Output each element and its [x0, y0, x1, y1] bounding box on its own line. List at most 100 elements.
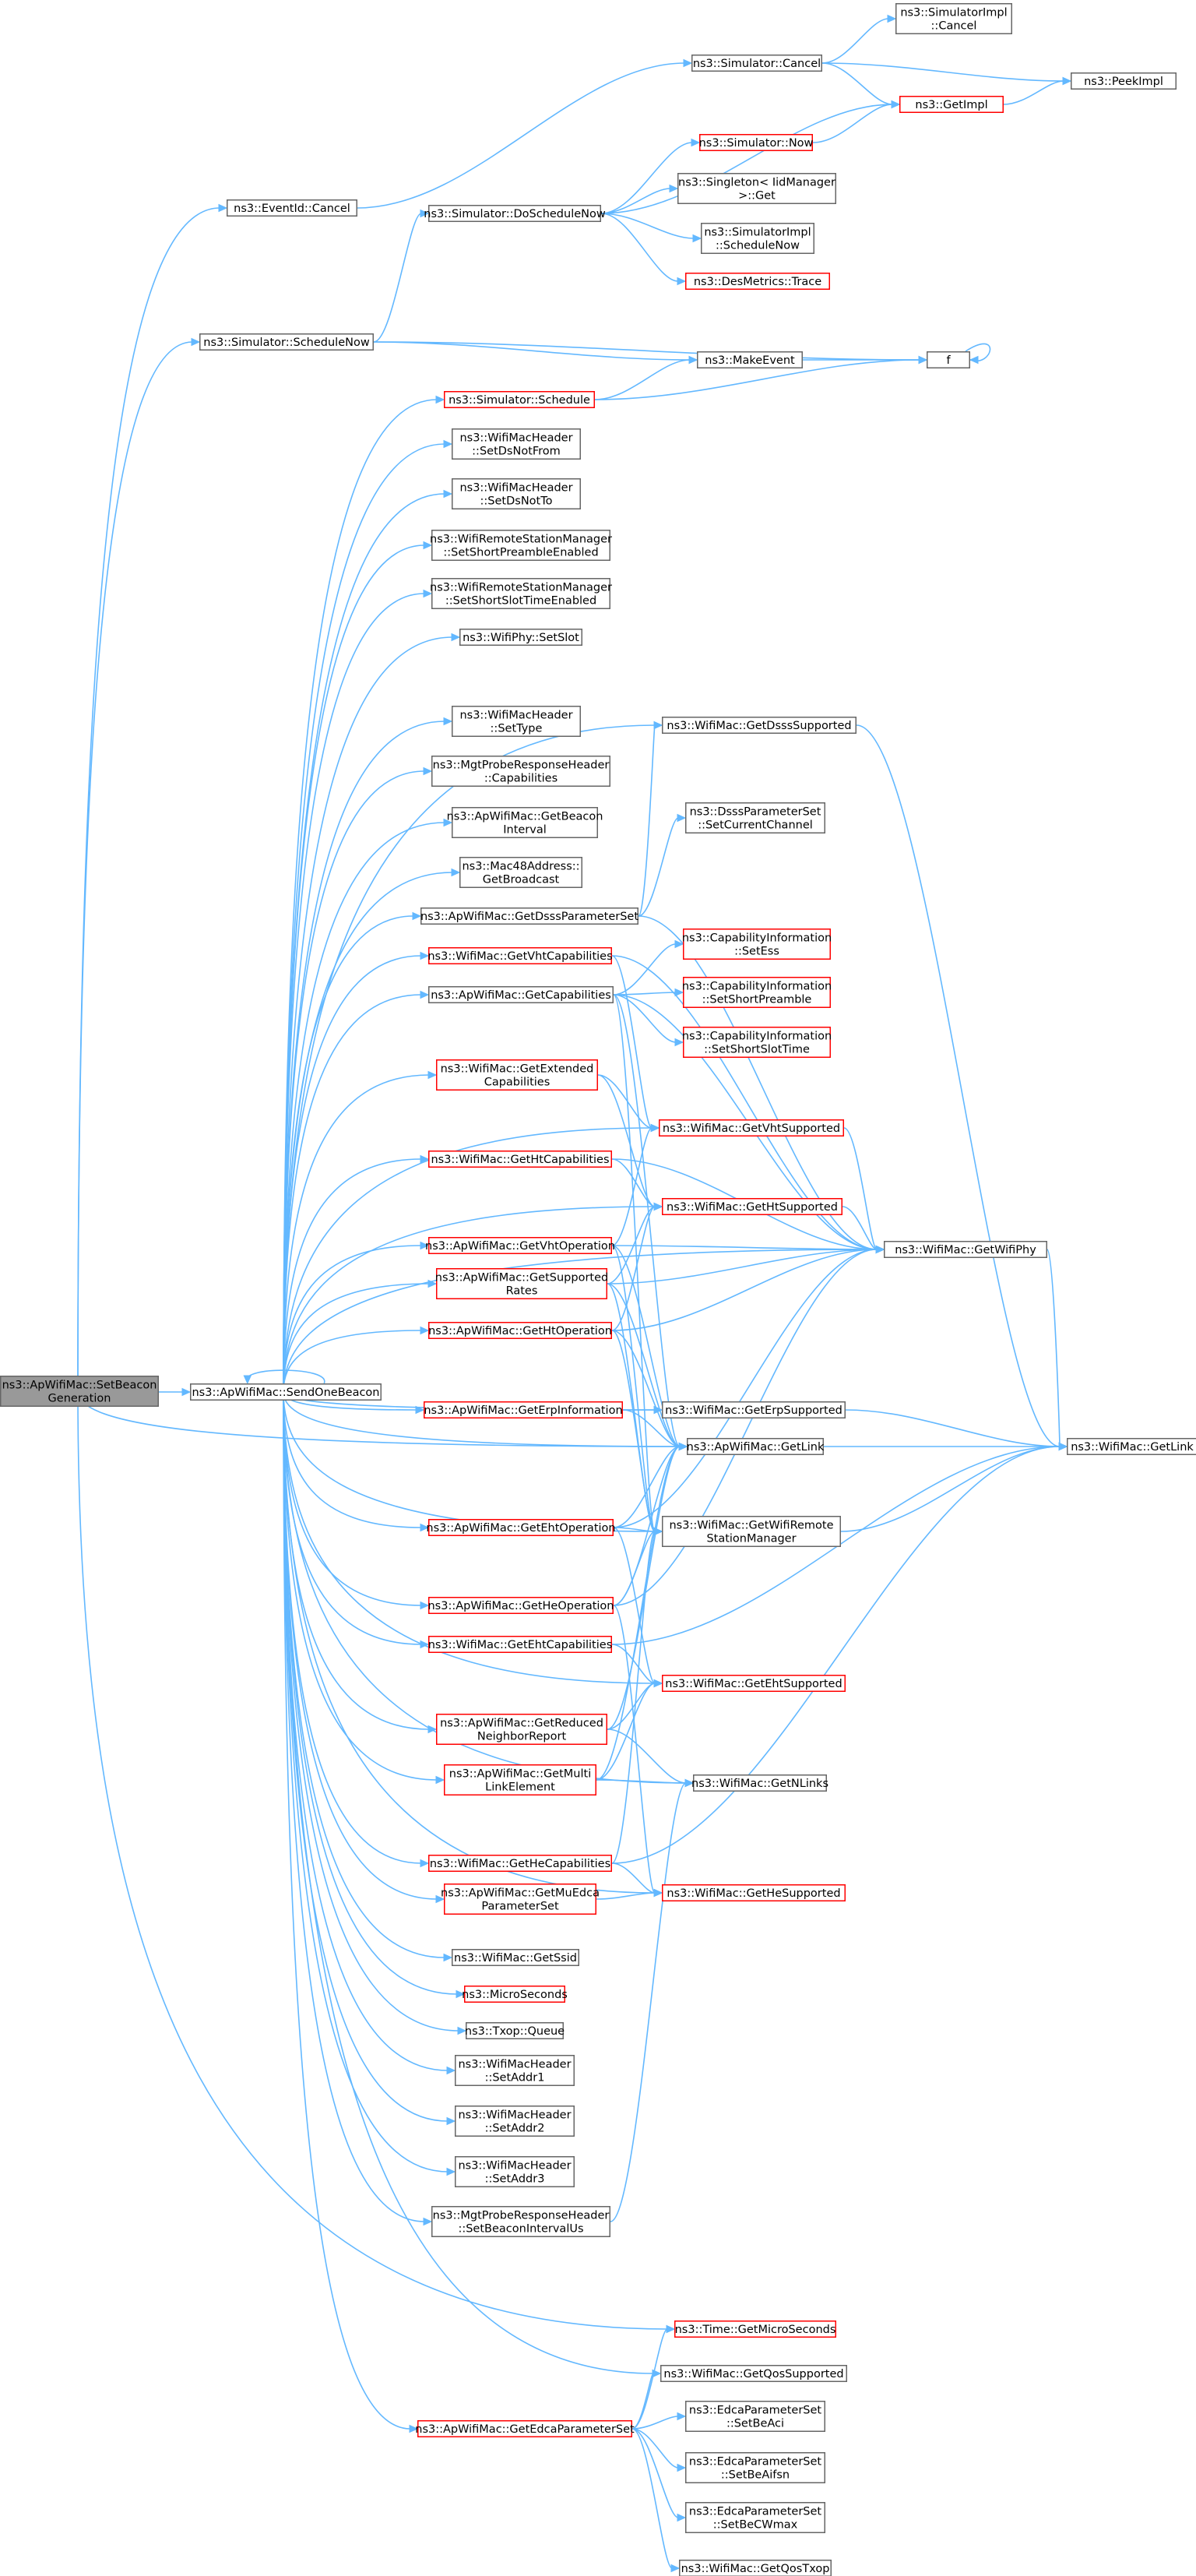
node-setcurchan[interactable]: ns3::DsssParameterSet::SetCurrentChannel: [685, 802, 825, 833]
node-simnow[interactable]: ns3::Simulator::Now: [699, 134, 814, 151]
node-desmetrics[interactable]: ns3::DesMetrics::Trace: [685, 273, 830, 290]
node-setaddr1[interactable]: ns3::WifiMacHeader::SetAddr1: [455, 2055, 575, 2086]
node-gethtcap[interactable]: ns3::WifiMac::GetHtCapabilities: [428, 1151, 612, 1168]
node-label: Generation: [48, 1393, 111, 1405]
node-box: [677, 173, 836, 204]
node-box: [687, 1438, 824, 1455]
node-label: ns3::ApWifiMac::GetMuEdca: [441, 1887, 600, 1900]
node-setbecwmax[interactable]: ns3::EdcaParameterSet::SetBeCWmax: [685, 2502, 825, 2533]
node-label: StationManager: [706, 1533, 796, 1545]
node-getqostxop[interactable]: ns3::WifiMac::GetQosTxop: [679, 2560, 832, 2576]
node-getedca[interactable]: ns3::ApWifiMac::GetEdcaParameterSet: [415, 2420, 635, 2437]
node-getqossup[interactable]: ns3::WifiMac::GetQosSupported: [660, 2365, 847, 2382]
node-label: ns3::WifiMac::GetEhtSupported: [665, 1678, 842, 1690]
node-getvhtop[interactable]: ns3::ApWifiMac::GetVhtOperation: [425, 1237, 615, 1254]
node-send[interactable]: ns3::ApWifiMac::SendOneBeacon: [190, 1383, 382, 1401]
node-settype[interactable]: ns3::WifiMacHeader::SetType: [452, 706, 581, 737]
node-setshortpre[interactable]: ns3::WifiRemoteStationManager::SetShortP…: [430, 530, 612, 561]
node-setdsnotto[interactable]: ns3::WifiMacHeader::SetDsNotTo: [452, 478, 581, 509]
node-geterpsup[interactable]: ns3::WifiMac::GetErpSupported: [662, 1401, 846, 1418]
edge-send-to-gethtop: [283, 1326, 430, 1393]
node-geterpinfo[interactable]: ns3::ApWifiMac::GetErpInformation: [424, 1401, 623, 1418]
node-box: [428, 1636, 612, 1653]
node-getmicro[interactable]: ns3::Time::GetMicroSeconds: [674, 2321, 836, 2338]
node-getcaps[interactable]: ns3::ApWifiMac::GetCapabilities: [428, 986, 614, 1003]
node-peekimpl[interactable]: ns3::PeekImpl: [1071, 72, 1177, 90]
node-gethtop[interactable]: ns3::ApWifiMac::GetHtOperation: [428, 1322, 612, 1339]
node-getvhtcap[interactable]: ns3::WifiMac::GetVhtCapabilities: [427, 947, 613, 964]
edge-send-to-getvhtcap: [283, 951, 430, 1393]
node-microsec[interactable]: ns3::MicroSeconds: [462, 1986, 568, 2003]
edge-simnow-to-getimpl: [812, 100, 901, 143]
node-box: [662, 717, 857, 734]
node-getbroadcast[interactable]: ns3::Mac48Address::GetBroadcast: [459, 857, 582, 888]
node-gethecap[interactable]: ns3::WifiMac::GetHeCapabilities: [428, 1855, 612, 1872]
node-setbeaifsn[interactable]: ns3::EdcaParameterSet::SetBeAifsn: [685, 2452, 825, 2483]
node-gethtsup[interactable]: ns3::WifiMac::GetHtSupported: [662, 1198, 842, 1215]
node-label: ::SetCurrentChannel: [698, 819, 813, 832]
edge-send-to-mgtcap: [283, 766, 433, 1393]
node-getvhtsup[interactable]: ns3::WifiMac::GetVhtSupported: [659, 1119, 844, 1136]
node-getssid[interactable]: ns3::WifiMac::GetSsid: [452, 1949, 579, 1966]
node-getehtcap[interactable]: ns3::WifiMac::GetEhtCapabilities: [428, 1636, 613, 1653]
node-box: [431, 756, 610, 787]
node-txopqueue[interactable]: ns3::Txop::Queue: [465, 2022, 565, 2039]
node-setshortslot[interactable]: ns3::WifiRemoteStationManager::SetShortS…: [430, 578, 612, 609]
node-makeevent[interactable]: ns3::MakeEvent: [697, 351, 803, 368]
node-setshortpreamble[interactable]: ns3::CapabilityInformation::SetShortPrea…: [682, 977, 832, 1008]
node-getimpl[interactable]: ns3::GetImpl: [899, 96, 1004, 113]
node-box: [452, 706, 581, 737]
node-box: [455, 2055, 575, 2086]
node-getnlinks[interactable]: ns3::WifiMac::GetNLinks: [691, 1774, 828, 1792]
edge-setbeaconint-to-getnlinks: [610, 1778, 695, 2222]
node-box: [431, 530, 610, 561]
node-setess[interactable]: ns3::CapabilityInformation::SetEss: [682, 929, 832, 960]
node-getehtsup[interactable]: ns3::WifiMac::GetEhtSupported: [662, 1675, 846, 1692]
node-setdsnotfrom[interactable]: ns3::WifiMacHeader::SetDsNotFrom: [452, 428, 581, 460]
node-gethesup[interactable]: ns3::WifiMac::GetHeSupported: [662, 1884, 846, 1901]
node-simimplsched[interactable]: ns3::SimulatorImpl::ScheduleNow: [701, 223, 814, 254]
node-getdsssparam[interactable]: ns3::ApWifiMac::GetDsssParameterSet: [420, 907, 638, 925]
edge-send-to-txopqueue: [283, 1391, 467, 2035]
node-schednow[interactable]: ns3::Simulator::ScheduleNow: [199, 333, 374, 351]
node-simimplcancel[interactable]: ns3::SimulatorImpl::Cancel: [895, 3, 1012, 34]
node-box: [455, 2106, 575, 2137]
node-box: [428, 1322, 612, 1339]
edge-doschednow-to-singleton: [600, 184, 679, 214]
node-getheop[interactable]: ns3::ApWifiMac::GetHeOperation: [427, 1597, 614, 1614]
node-setbeaconint[interactable]: ns3::MgtProbeResponseHeader::SetBeaconIn…: [431, 2206, 610, 2237]
node-setshortslottime[interactable]: ns3::CapabilityInformation::SetShortSlot…: [682, 1027, 832, 1058]
node-getwifiphy[interactable]: ns3::WifiMac::GetWifiPhy: [884, 1241, 1047, 1258]
node-wifigetlink[interactable]: ns3::WifiMac::GetLink: [1067, 1438, 1196, 1455]
node-getdssssup[interactable]: ns3::WifiMac::GetDsssSupported: [662, 717, 857, 734]
node-singleton[interactable]: ns3::Singleton< IidManager>::Get: [677, 173, 836, 204]
node-apgetlink[interactable]: ns3::ApWifiMac::GetLink: [687, 1438, 825, 1455]
node-label: ns3::WifiMac::GetHtSupported: [667, 1201, 838, 1214]
node-doschednow[interactable]: ns3::Simulator::DoScheduleNow: [424, 205, 606, 222]
node-getremote[interactable]: ns3::WifiMac::GetWifiRemoteStationManage…: [662, 1516, 841, 1547]
node-setbeaci[interactable]: ns3::EdcaParameterSet::SetBeAci: [685, 2401, 825, 2432]
node-evcancel[interactable]: ns3::EventId::Cancel: [227, 199, 357, 217]
node-setaddr3[interactable]: ns3::WifiMacHeader::SetAddr3: [455, 2156, 575, 2187]
node-mgtcap[interactable]: ns3::MgtProbeResponseHeader::Capabilitie…: [431, 756, 610, 787]
node-box: [436, 1059, 598, 1091]
node-label: ns3::WifiMac::GetErpSupported: [665, 1404, 842, 1417]
edge-send-to-getwifiphy: [283, 1245, 885, 1393]
node-label: ns3::ApWifiMac::SendOneBeacon: [192, 1387, 379, 1399]
node-getehtop[interactable]: ns3::ApWifiMac::GetEhtOperation: [426, 1519, 616, 1536]
node-setslot[interactable]: ns3::WifiPhy::SetSlot: [459, 629, 582, 646]
node-setaddr2[interactable]: ns3::WifiMacHeader::SetAddr2: [455, 2106, 575, 2137]
node-box: [685, 2452, 825, 2483]
node-box: [895, 3, 1012, 34]
node-simsched[interactable]: ns3::Simulator::Schedule: [444, 391, 595, 408]
node-simcancel[interactable]: ns3::Simulator::Cancel: [691, 55, 822, 72]
node-f[interactable]: f: [927, 351, 970, 368]
edge-getmuedca-to-gethesup: [596, 1888, 663, 1900]
